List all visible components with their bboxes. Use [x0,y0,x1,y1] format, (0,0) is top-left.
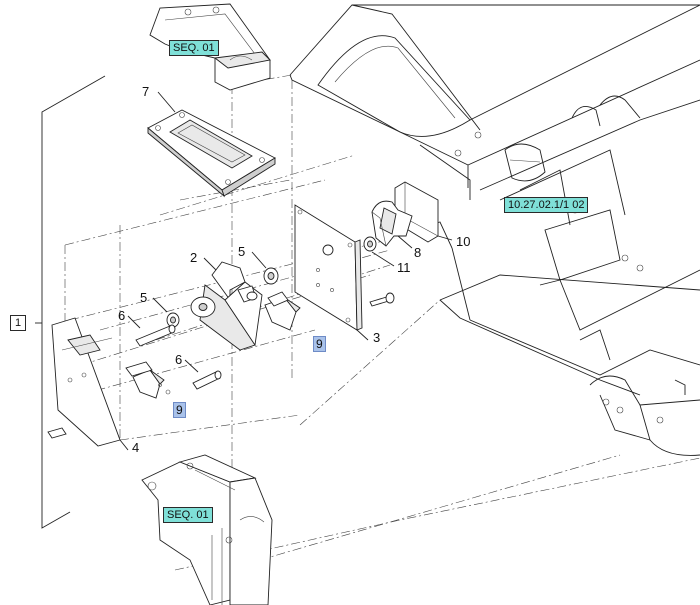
callout-10: 10 [456,234,470,249]
callout-9-upper[interactable]: 9 [313,336,326,352]
part-3-mounting-plate [294,204,369,341]
callout-6a: 6 [118,308,125,323]
frame-structure [289,4,700,456]
bottom-support-fixture [141,454,273,605]
callout-6b: 6 [175,352,182,367]
callout-labels: 2 3 4 5 5 6 6 7 8 10 11 [118,84,470,455]
assembly-bracket [35,75,106,529]
seq-reference-top[interactable]: SEQ. 01 [169,40,219,56]
callout-5a: 5 [238,244,245,259]
seq-reference-bottom[interactable]: SEQ. 01 [163,507,213,523]
screws [369,292,395,307]
callout-11: 11 [397,260,411,275]
callout-2: 2 [190,250,197,265]
callout-8: 8 [414,245,421,260]
callout-5b: 5 [140,290,147,305]
part-7-plate [147,91,276,198]
assembly-number-box: 1 [10,315,27,331]
callout-4: 4 [132,440,139,455]
callout-3: 3 [373,330,380,345]
cross-reference-link[interactable]: 10.27.02.1/1 02 [504,197,589,213]
callout-7: 7 [142,84,149,99]
part-4-side-plate [47,317,129,451]
part-8-switch [371,200,413,249]
callout-9-lower[interactable]: 9 [173,402,186,418]
part-9-latches [125,291,301,399]
part-2-lever [190,257,263,351]
part-11-washer [363,236,395,267]
part-6-pins [127,315,222,390]
